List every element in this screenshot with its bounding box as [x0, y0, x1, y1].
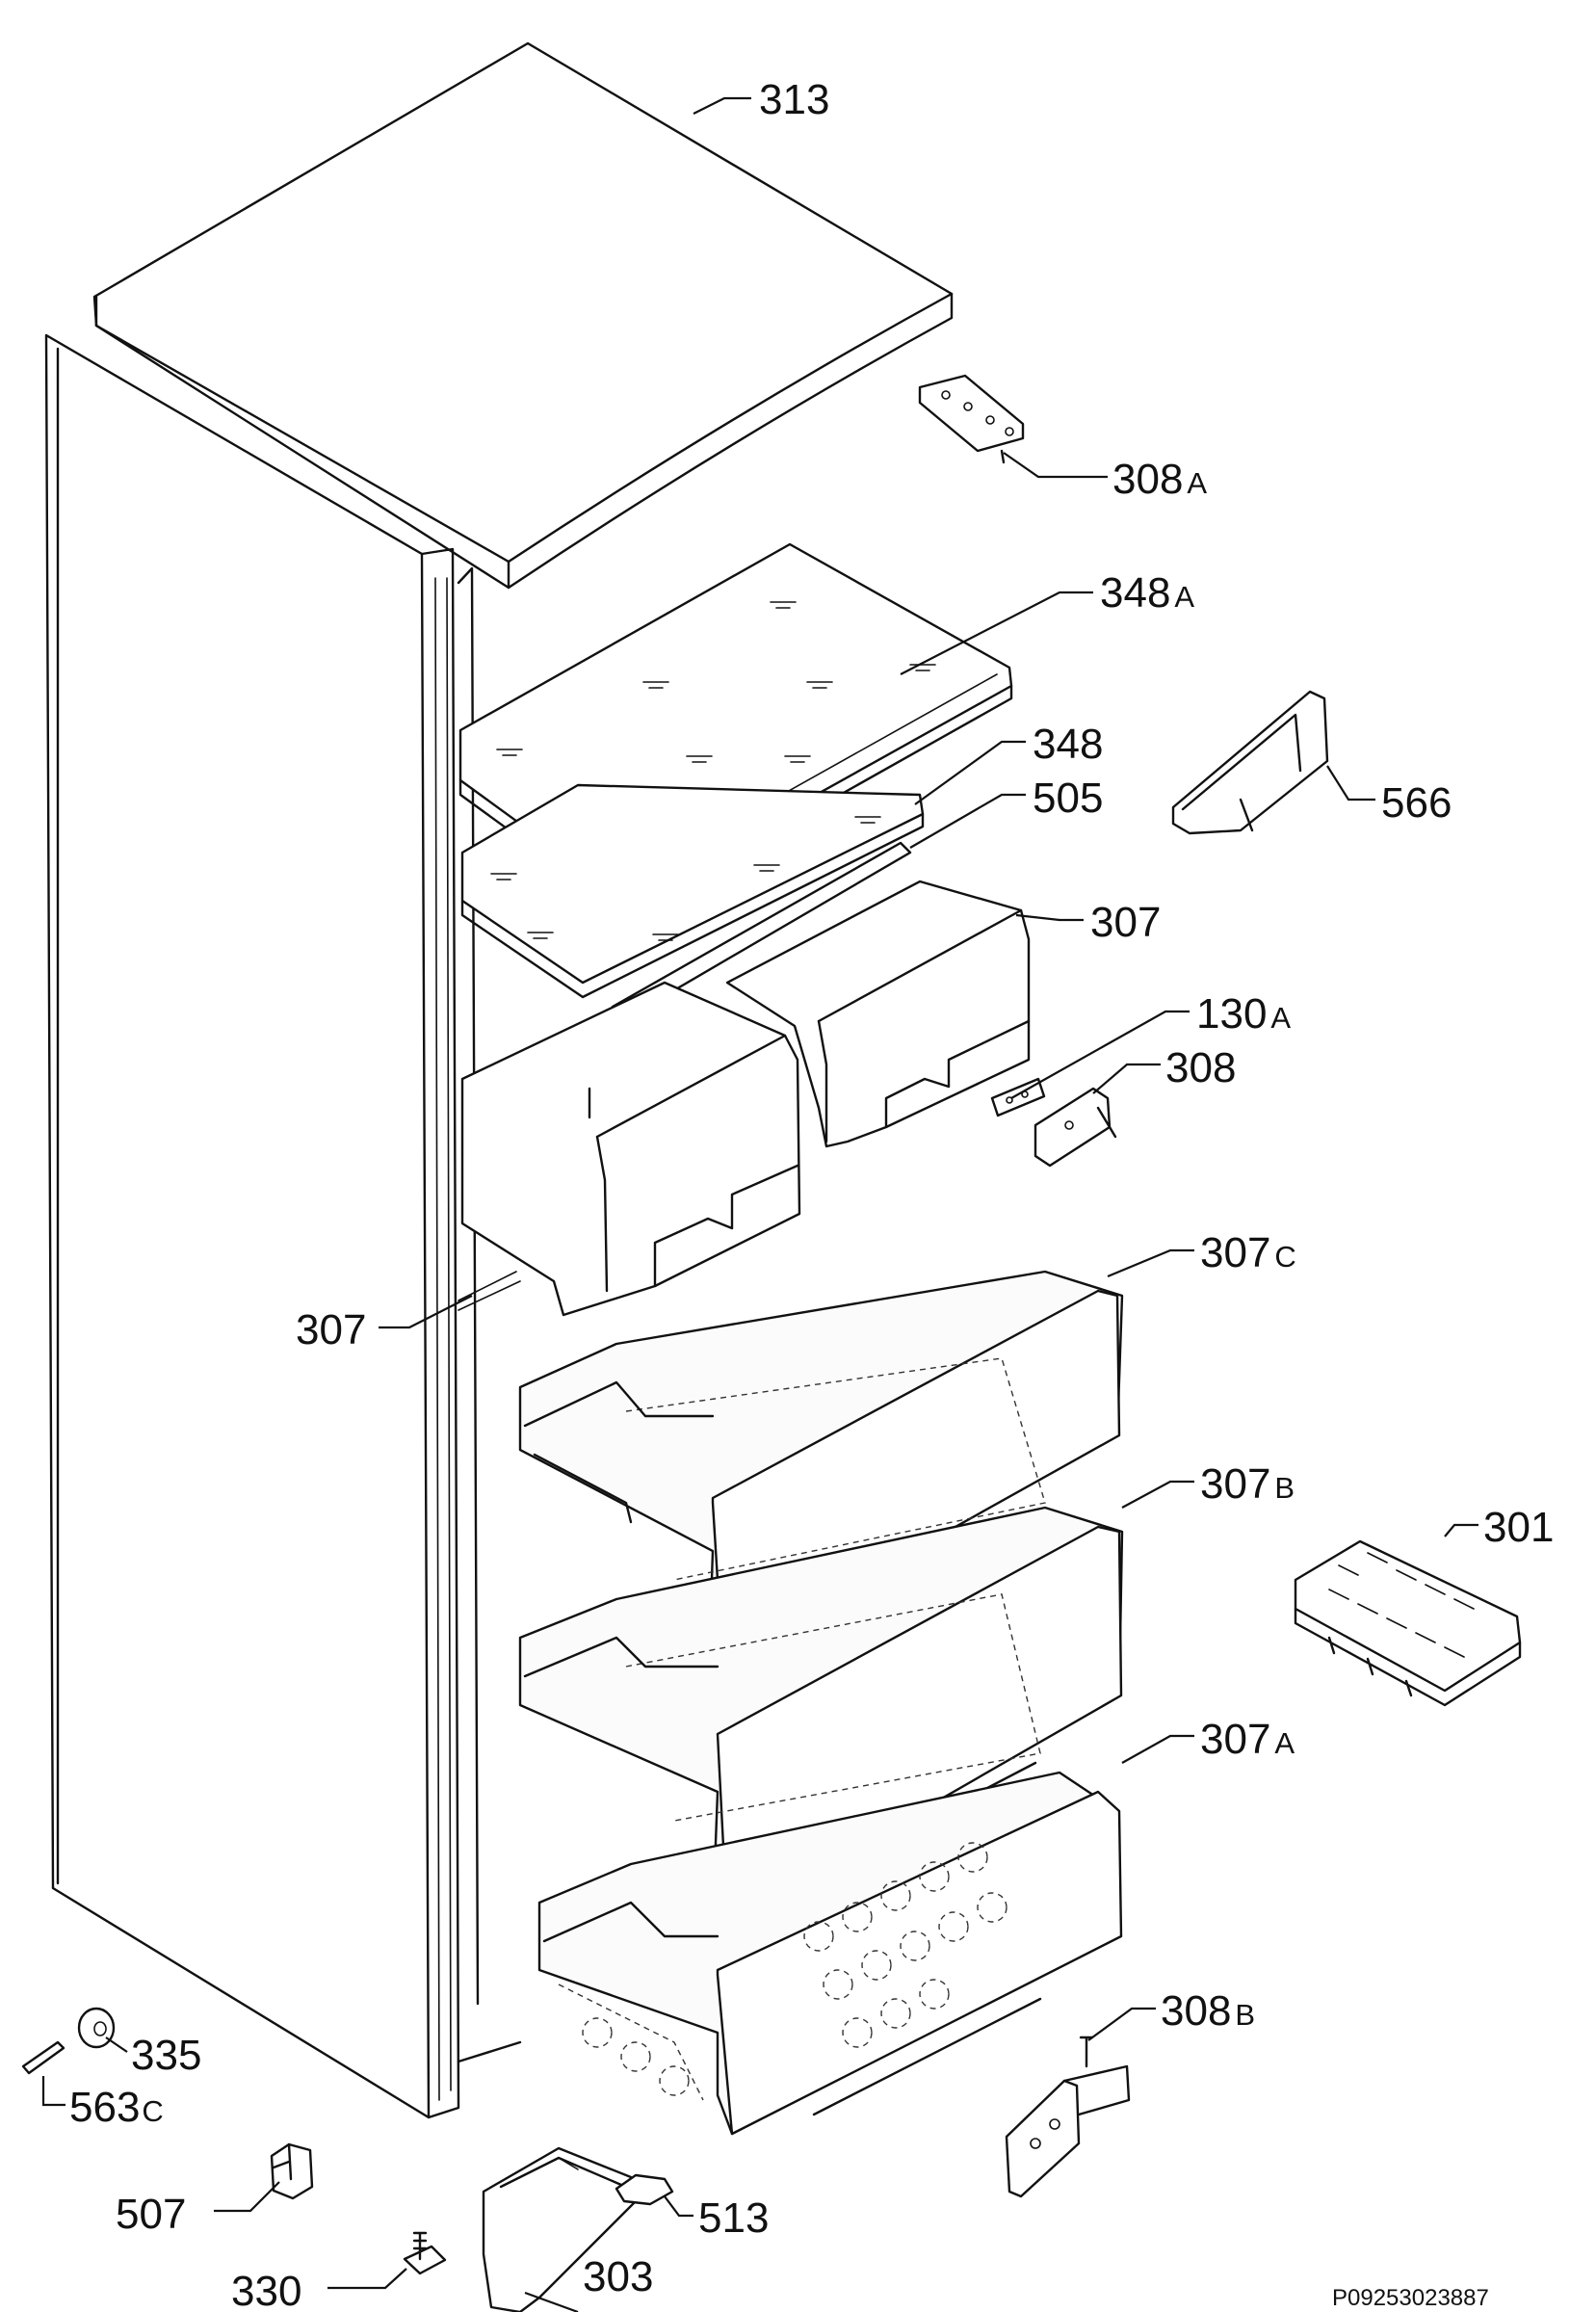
upper-drawer-left-307 — [460, 981, 801, 1317]
label-566: 566 — [1381, 779, 1452, 827]
handle-566 — [1171, 690, 1329, 835]
upper-drawer-right-307 — [725, 880, 1031, 1148]
top-cover-313 — [92, 41, 954, 590]
hinge-308A — [918, 374, 1025, 464]
clip-507 — [270, 2142, 314, 2200]
label-301: 301 — [1483, 1504, 1554, 1551]
leader-lines — [41, 96, 1478, 2312]
clip-513 — [615, 2173, 674, 2206]
label-307-left: 307 — [296, 1306, 366, 1353]
drawer-grid-pattern — [582, 1842, 1007, 2096]
label-348: 348 — [1033, 721, 1103, 768]
label-308: 308 — [1165, 1044, 1236, 1091]
glass-shelf-348 — [460, 783, 925, 999]
label-505: 505 — [1033, 775, 1103, 822]
cabinet-body — [44, 333, 522, 2119]
foot-screw-330 — [403, 2231, 447, 2275]
pin-563C — [21, 2040, 65, 2075]
label-330: 330 — [231, 2268, 301, 2312]
label-507: 507 — [116, 2191, 186, 2238]
ice-tray-301 — [1294, 1539, 1522, 1707]
label-303: 303 — [583, 2253, 653, 2300]
freezer-drawer-307A — [537, 1771, 1123, 2136]
label-335: 335 — [131, 2032, 201, 2079]
wheel-335 — [77, 2007, 116, 2049]
hinge-308B — [1005, 2036, 1131, 2198]
label-563C: 563C — [69, 2084, 164, 2131]
label-307-upper: 307 — [1090, 899, 1161, 946]
kick-plate-303 — [482, 2146, 638, 2312]
drawing-code: P09253023887 — [1332, 2285, 1489, 2311]
hinge-308 — [1033, 1087, 1117, 1168]
label-313: 313 — [759, 76, 829, 123]
label-513: 513 — [698, 2194, 769, 2242]
